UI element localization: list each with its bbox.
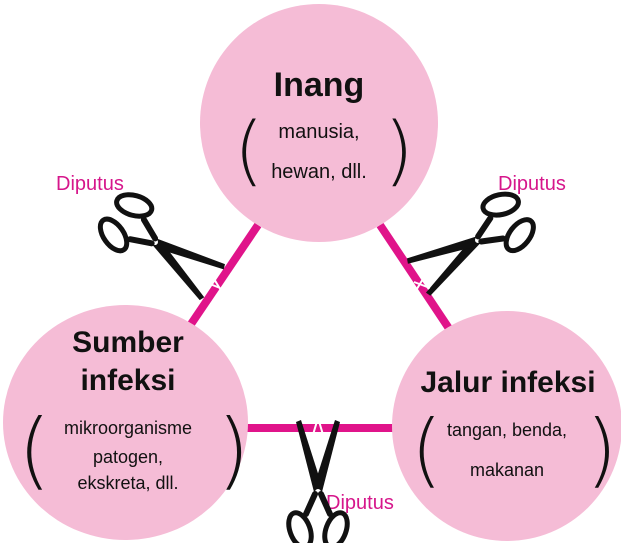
- sumber-line-2: patogen,: [92, 447, 164, 467]
- jalur-paren-right: ): [586, 403, 618, 496]
- cut-label-left: Diputus: [56, 173, 124, 195]
- inang-paren-right: ): [384, 105, 414, 194]
- sumber-line-1: mikroorganisme: [63, 418, 193, 438]
- circle-inang: [200, 4, 438, 242]
- inang-title: Inang: [273, 66, 365, 104]
- circle-sumber: [3, 305, 248, 540]
- scissors-icon-left: [88, 181, 233, 311]
- link-inang-sumber: [181, 222, 262, 336]
- sumber-paren-right: ): [217, 401, 250, 499]
- inang-line-2: hewan, dll.: [271, 161, 367, 183]
- sumber-line-3: ekskreta, dll.: [77, 473, 179, 493]
- jalur-line-1: tangan, benda,: [446, 420, 568, 440]
- jalur-line-2: makanan: [469, 460, 545, 480]
- jalur-paren-left: (: [411, 403, 443, 496]
- circle-jalur: [392, 311, 621, 541]
- cut-label-right: Diputus: [498, 173, 566, 195]
- cut-mark-bottom: [311, 414, 325, 439]
- sumber-paren-left: (: [18, 401, 51, 499]
- inang-line-1: manusia,: [278, 121, 360, 143]
- inang-paren-left: (: [234, 105, 264, 194]
- link-inang-jalur: [376, 222, 456, 336]
- jalur-title: Jalur infeksi: [420, 366, 596, 399]
- scissors-icon-right: [399, 181, 545, 307]
- cut-mark-right: [413, 273, 431, 293]
- cut-mark-left: [204, 273, 223, 293]
- cut-label-bottom: Diputus: [326, 492, 394, 514]
- sumber-title-line-1: Sumber: [72, 326, 184, 359]
- scissors-icon-bottom: [284, 420, 351, 543]
- sumber-title-line-2: infeksi: [80, 364, 176, 397]
